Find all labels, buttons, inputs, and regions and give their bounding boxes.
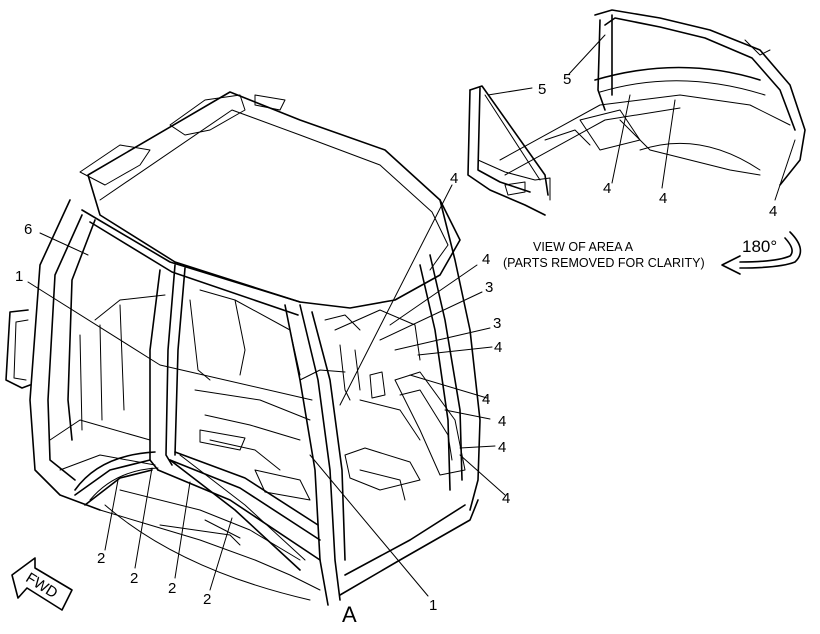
callout-4-right-c: 4 bbox=[482, 391, 490, 408]
callout-4-right-b: 4 bbox=[494, 339, 502, 356]
rotation-arrow: 180° bbox=[721, 231, 802, 275]
callout-4-right-e: 4 bbox=[498, 439, 506, 456]
area-a-marker: A bbox=[342, 602, 357, 627]
cab-frame bbox=[5, 91, 481, 606]
callout-4-roof: 4 bbox=[450, 170, 458, 187]
view-title-line1: VIEW OF AREA A bbox=[533, 240, 634, 254]
callout-1-bottom: 1 bbox=[429, 597, 437, 614]
callout-3-b: 3 bbox=[493, 315, 501, 332]
callout-4-inset-c: 4 bbox=[769, 203, 777, 220]
fwd-arrow: FWD bbox=[11, 557, 73, 611]
callout-4-inset-b: 4 bbox=[659, 190, 667, 207]
callout-5-upper: 5 bbox=[563, 71, 571, 88]
callout-2-b: 2 bbox=[130, 570, 138, 587]
callout-4-right-a: 4 bbox=[482, 251, 490, 268]
callout-1-top: 1 bbox=[15, 268, 23, 285]
callout-2-d: 2 bbox=[203, 591, 211, 608]
callout-labels: 6 1 4 5 5 4 4 4 4 3 3 4 4 4 4 4 2 2 2 2 … bbox=[15, 71, 777, 614]
callout-4-right-f: 4 bbox=[502, 490, 510, 507]
callout-4-right-d: 4 bbox=[498, 413, 506, 430]
view-title-line2: (PARTS REMOVED FOR CLARITY) bbox=[503, 256, 705, 270]
callout-2-a: 2 bbox=[97, 550, 105, 567]
callout-3-a: 3 bbox=[485, 279, 493, 296]
rotation-label: 180° bbox=[742, 237, 777, 256]
callout-2-c: 2 bbox=[168, 580, 176, 597]
leader-lines bbox=[27, 34, 796, 597]
callout-4-inset-a: 4 bbox=[603, 180, 611, 197]
view-area-a-inset bbox=[467, 9, 806, 216]
callout-6: 6 bbox=[24, 221, 32, 238]
callout-5-left: 5 bbox=[538, 81, 546, 98]
